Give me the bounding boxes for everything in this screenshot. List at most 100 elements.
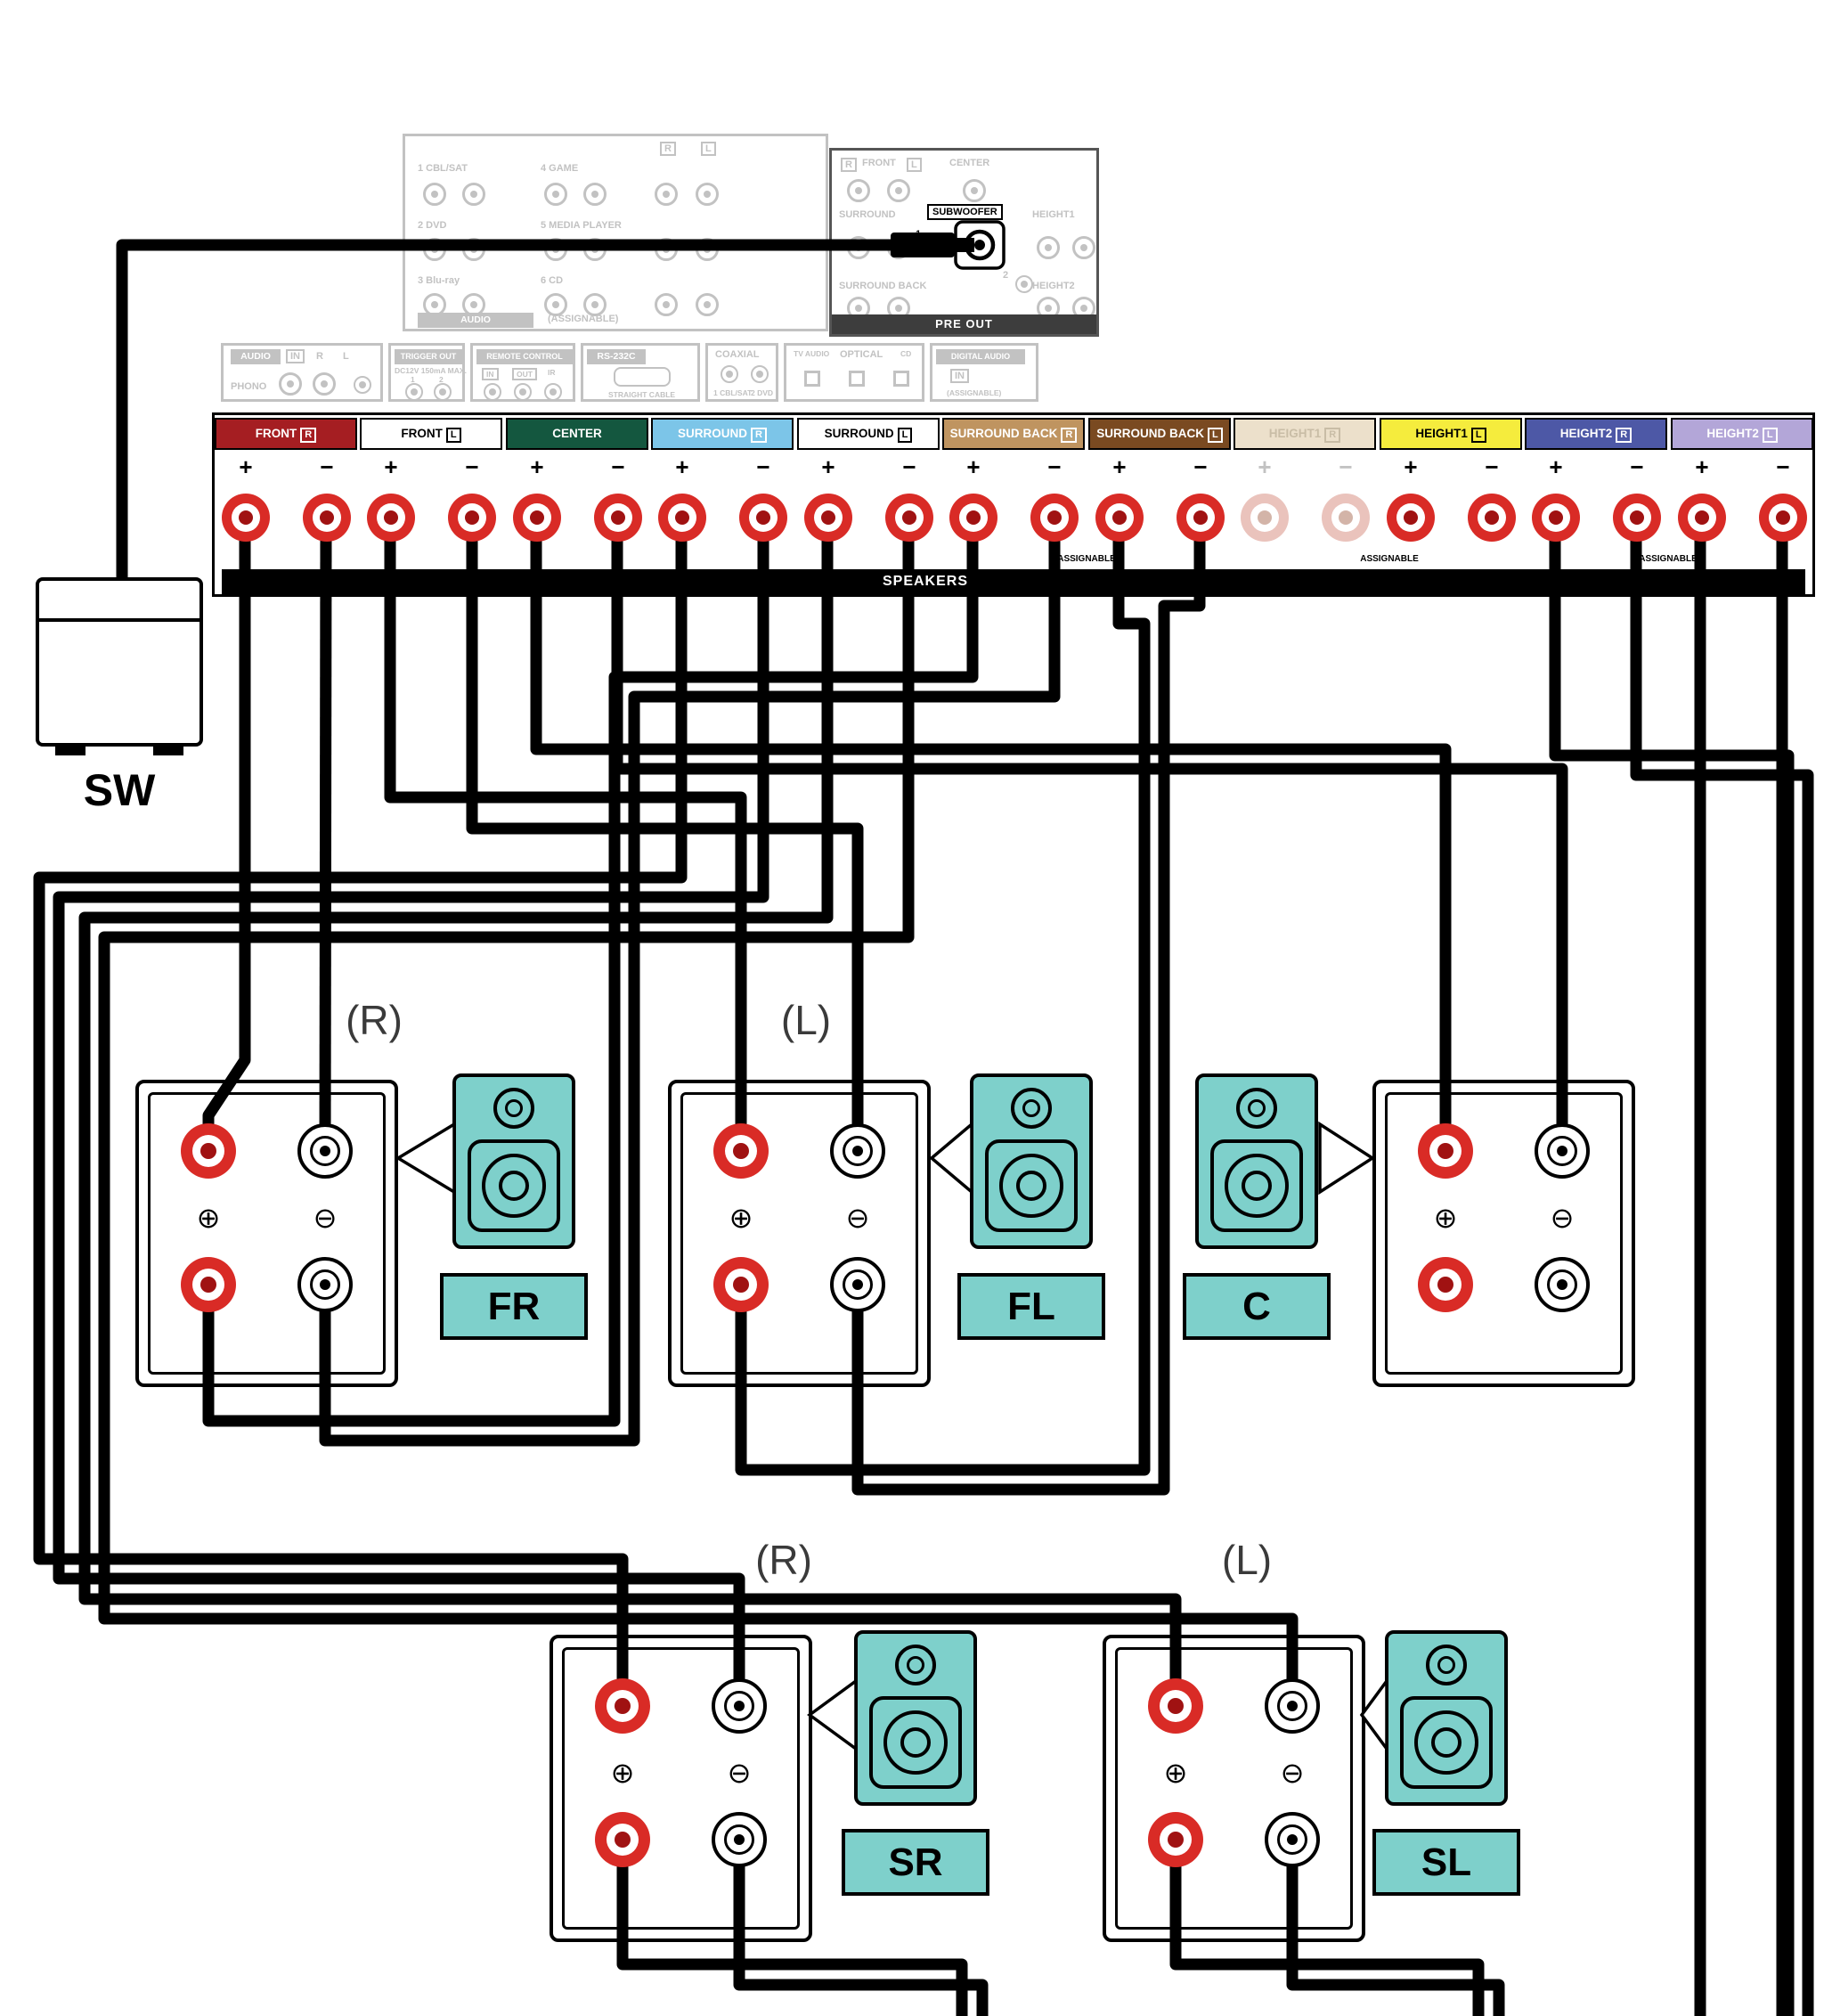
- fr-post-minus-top: [297, 1123, 353, 1179]
- fl-post-plus-top: [713, 1123, 769, 1179]
- audio-inputs-panel: R L 1 CBL/SAT 4 GAME 2 DVD 5 MEDIA PLAYE…: [403, 134, 828, 331]
- audio-section-label: AUDIO: [418, 313, 533, 328]
- plus-sign: +: [530, 453, 544, 480]
- speaker-icon-sr: [854, 1630, 977, 1806]
- fl-post-minus-top: [830, 1123, 885, 1179]
- rca-jack: [462, 183, 485, 206]
- minus-circle-sign: ⊖: [1550, 1202, 1575, 1234]
- rca-jack: [696, 293, 719, 316]
- plus-circle-sign: ⊕: [196, 1202, 221, 1234]
- binding-post-front-l-minus: [448, 494, 496, 542]
- channel-letter-l: L: [701, 142, 716, 156]
- digital-audio-panel: DIGITAL AUDIO IN (ASSIGNABLE): [930, 343, 1038, 402]
- minus-sign: −: [756, 453, 770, 480]
- phono-r-jack: [279, 372, 302, 396]
- center-cable-1: [530, 535, 1452, 1151]
- binding-post-front-r-plus: [222, 494, 270, 542]
- remote-out-jack: [514, 383, 532, 401]
- wedge-c: [1318, 1121, 1376, 1196]
- binding-post-height2-r-minus: [1613, 494, 1661, 542]
- optical-2-jack: [849, 371, 865, 387]
- optical-panel: TV AUDIO OPTICAL CD: [784, 343, 924, 402]
- digital-in-label: IN: [950, 369, 969, 383]
- minus-sign: −: [1339, 453, 1353, 480]
- plus-circle-sign: ⊕: [729, 1202, 753, 1234]
- rca-jack: [583, 183, 607, 206]
- plus-sign: +: [1549, 453, 1563, 480]
- plus-sign: +: [1112, 453, 1127, 480]
- c-post-plus-top: [1418, 1123, 1473, 1179]
- side-label-front-left: (L): [780, 997, 832, 1043]
- plus-sign: +: [821, 453, 835, 480]
- channel-letter-r: R: [660, 142, 676, 156]
- sr-post-plus-top: [595, 1678, 650, 1734]
- rca-jack: [696, 183, 719, 206]
- input-label-game: 4 GAME: [541, 163, 579, 174]
- digital-assignable-label: (ASSIGNABLE): [947, 388, 1002, 397]
- plus-sign: +: [966, 453, 981, 480]
- height2-r-cable-2: [1630, 535, 1814, 2016]
- rs232c-panel: RS-232C STRAIGHT CABLE: [581, 343, 700, 402]
- l-label: L: [343, 351, 349, 362]
- preout-subwoofer-label: SUBWOOFER: [927, 204, 1003, 220]
- binding-post-surround-l-plus: [804, 494, 852, 542]
- speaker-icon-fl: [970, 1073, 1093, 1249]
- minus-sign: −: [465, 453, 479, 480]
- sr-post-minus-top: [712, 1678, 767, 1734]
- subwoofer-1-label: 1: [916, 229, 922, 240]
- optical-3-jack: [893, 371, 909, 387]
- front-l-letter: L: [907, 158, 922, 172]
- speaker-tag-sl: SL: [1372, 1829, 1520, 1896]
- speaker-tag-c: C: [1183, 1273, 1331, 1340]
- speaker-panel-sl: ⊕ ⊖: [1103, 1635, 1365, 1942]
- minus-sign: −: [1776, 453, 1790, 480]
- front-r-cable-2: [319, 534, 332, 1152]
- speaker-panel-center: ⊕ ⊖: [1372, 1080, 1635, 1387]
- assignable-label-height1: ASSIGNABLE: [1360, 554, 1419, 564]
- cd-label: CD: [900, 349, 912, 358]
- sr-post-minus-bottom: [712, 1812, 767, 1867]
- binding-post-surround-l-minus: [885, 494, 933, 542]
- binding-post-front-r-minus: [303, 494, 351, 542]
- rca-jack: [583, 238, 607, 261]
- plus-sign: +: [239, 453, 253, 480]
- rca-jack: [655, 183, 678, 206]
- speaker-icon-fr: [452, 1073, 575, 1249]
- fr-post-plus-top: [181, 1123, 236, 1179]
- speaker-tag-sr: SR: [842, 1829, 989, 1896]
- speaker-panel-fr: ⊕ ⊖: [135, 1080, 398, 1387]
- wedge-sr: [807, 1677, 858, 1752]
- preout-surround-back-label: SURROUND BACK: [839, 281, 927, 291]
- woofer-icon: [468, 1139, 560, 1232]
- tweeter-icon: [1011, 1088, 1052, 1129]
- binding-post-front-l-plus: [367, 494, 415, 542]
- minus-circle-sign: ⊖: [1280, 1757, 1305, 1789]
- coaxial-2-label: 2 DVD: [751, 388, 774, 397]
- rca-jack: [655, 238, 678, 261]
- binding-post-height2-r-plus: [1532, 494, 1580, 542]
- minus-sign: −: [1485, 453, 1499, 480]
- subwoofer-label: SW: [83, 765, 156, 815]
- wedge-sl: [1359, 1676, 1388, 1754]
- binding-post-height1-r-plus: [1241, 494, 1289, 542]
- tweeter-icon: [1426, 1645, 1467, 1685]
- trigger-1-jack: [405, 383, 423, 401]
- sl-post-plus-bottom: [1148, 1812, 1203, 1867]
- trigger-2-jack: [434, 383, 452, 401]
- rca-jack: [544, 238, 567, 261]
- pre-out-bar: PRE OUT: [832, 314, 1096, 334]
- plus-circle-sign: ⊕: [1163, 1757, 1188, 1789]
- c-post-minus-top: [1535, 1123, 1590, 1179]
- assignable-label-surround-back: ASSIGNABLE: [1057, 554, 1116, 564]
- remote-ir-jack: [544, 383, 562, 401]
- binding-post-center-plus: [513, 494, 561, 542]
- remote-in-label: IN: [482, 368, 499, 380]
